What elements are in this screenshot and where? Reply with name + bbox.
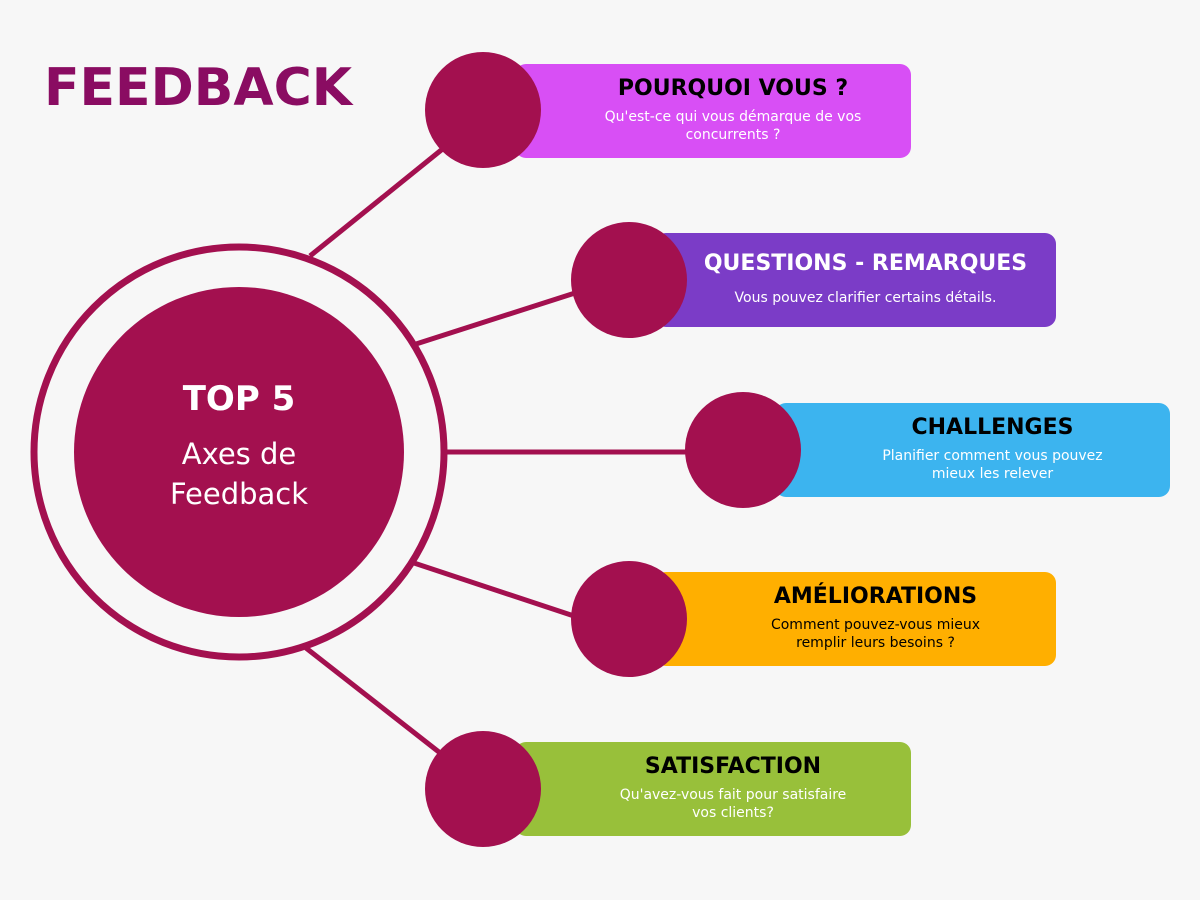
item-description: Planifier comment vous pouvez mieux les …	[882, 447, 1102, 483]
connector-line	[413, 560, 575, 619]
hub-subtitle-line: Axes de	[181, 437, 297, 471]
item-description-line: mieux les relever	[931, 466, 1054, 482]
hub-title: TOP 5	[182, 379, 296, 419]
bubble-node-5	[425, 731, 541, 847]
item-description-line: remplir leurs besoins ?	[796, 635, 955, 651]
hub-outer-ring	[30, 243, 448, 661]
item-description: Vous pouvez clarifier certains détails.	[735, 289, 997, 307]
item-title: POURQUOI VOUS ?	[617, 76, 849, 101]
item-description-line: vos clients?	[692, 805, 774, 821]
bubble-node-3	[685, 392, 801, 508]
hub-label: TOP 5 Axes de Feedback	[74, 287, 404, 617]
page-title: FEEDBACK	[44, 58, 353, 118]
item-box-challenges: CHALLENGES Planifier comment vous pouvez…	[775, 403, 1170, 497]
item-description: Qu'est-ce qui vous démarque de vos concu…	[605, 108, 862, 144]
item-title: CHALLENGES	[911, 415, 1074, 440]
item-box-questions-remarques: QUESTIONS - REMARQUES Vous pouvez clarif…	[655, 233, 1056, 327]
bubble-node-4	[571, 561, 687, 677]
item-description-line: Qu'est-ce qui vous démarque de vos	[604, 109, 862, 125]
item-description-line: Vous pouvez clarifier certains détails.	[734, 290, 997, 306]
bubble-node-1	[425, 52, 541, 168]
connector-line	[304, 646, 446, 758]
connector-line	[308, 145, 447, 258]
connector-line	[415, 290, 576, 347]
item-box-ameliorations: AMÉLIORATIONS Comment pouvez-vous mieux …	[655, 572, 1056, 666]
hub-circle	[74, 287, 404, 617]
item-box-satisfaction: SATISFACTION Qu'avez-vous fait pour sati…	[515, 742, 911, 836]
item-description: Qu'avez-vous fait pour satisfaire vos cl…	[620, 786, 847, 822]
item-description-line: Planifier comment vous pouvez	[882, 448, 1103, 464]
item-title: SATISFACTION	[644, 754, 822, 779]
hub-subtitle-line: Feedback	[169, 477, 309, 511]
item-description-line: Comment pouvez-vous mieux	[770, 617, 981, 633]
item-title: AMÉLIORATIONS	[773, 584, 978, 609]
item-box-pourquoi-vous: POURQUOI VOUS ? Qu'est-ce qui vous démar…	[515, 64, 911, 158]
item-description-line: concurrents ?	[685, 127, 781, 143]
item-description: Comment pouvez-vous mieux remplir leurs …	[771, 616, 980, 652]
item-title: QUESTIONS - REMARQUES	[703, 251, 1028, 276]
bubble-node-2	[571, 222, 687, 338]
item-description-line: Qu'avez-vous fait pour satisfaire	[619, 787, 847, 803]
